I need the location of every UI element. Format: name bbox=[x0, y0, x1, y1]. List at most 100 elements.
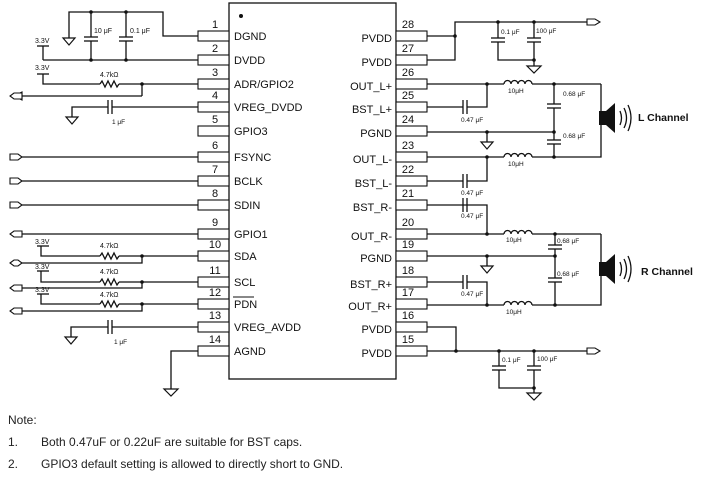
bst-cap-label: 0.47 μF bbox=[461, 117, 483, 124]
pin-label: PVDD bbox=[361, 57, 392, 69]
output-port-icon[interactable] bbox=[9, 284, 23, 292]
pin-label: OUT_R+ bbox=[348, 301, 392, 313]
output-port-icon[interactable] bbox=[9, 230, 23, 238]
pin-number: 6 bbox=[212, 140, 218, 152]
pin-lead bbox=[395, 125, 428, 137]
digital-audio-inputs bbox=[22, 156, 198, 235]
notes-section: Note: 1. Both 0.47uF or 0.22uF are suita… bbox=[8, 413, 343, 479]
l-channel-label: L Channel bbox=[638, 112, 689, 124]
cap-10uf-label: 10 μF bbox=[94, 28, 112, 35]
pin-lead bbox=[197, 78, 230, 90]
inductor-label: 10μH bbox=[506, 237, 522, 244]
filter-cap-label: 0.68 μF bbox=[557, 271, 579, 278]
pin-lead bbox=[197, 298, 230, 310]
pvdd-port-icon[interactable] bbox=[586, 347, 602, 355]
pin-label: GPIO3 bbox=[234, 126, 268, 138]
pin-number: 13 bbox=[209, 310, 221, 322]
pin-number: 4 bbox=[212, 90, 218, 102]
cap-label: 100 μF bbox=[537, 356, 557, 363]
pin-label: OUT_L+ bbox=[350, 81, 392, 93]
pin-number: 11 bbox=[209, 265, 220, 277]
pin-lead bbox=[395, 298, 428, 310]
pin-number: 7 bbox=[212, 164, 218, 176]
pin1-marker bbox=[239, 14, 243, 18]
pin-lead bbox=[197, 199, 230, 211]
note-number: 2. bbox=[8, 457, 19, 471]
pin-number: 19 bbox=[402, 239, 414, 251]
notes-title: Note: bbox=[8, 413, 37, 427]
pin-number: 15 bbox=[402, 334, 414, 346]
pvdd-top-decoupling: 0.1 μF 100 μF bbox=[427, 18, 602, 74]
pvdd-bottom-decoupling: 0.1 μF 100 μF bbox=[427, 326, 602, 401]
dvdd-decoupling: 3.3V 10 μF 0.1 μF bbox=[35, 10, 198, 62]
bidirectional-port-icon[interactable] bbox=[9, 259, 23, 267]
pin-lead bbox=[395, 30, 428, 42]
pin-label: VREG_DVDD bbox=[234, 102, 303, 114]
pin-label: FSYNC bbox=[234, 152, 271, 164]
pin-number: 2 bbox=[212, 43, 218, 55]
pin-lead bbox=[197, 54, 230, 66]
pin-lead bbox=[395, 151, 428, 163]
l-channel-filter: 10μH 10μH 0.47 μF 0.47 μF 0.68 μF 0.68 μ… bbox=[427, 79, 602, 197]
pin-lead bbox=[395, 101, 428, 113]
pin-number: 20 bbox=[402, 217, 414, 229]
bst-cap-label: 0.47 μF bbox=[461, 190, 483, 197]
resistor-label: 4.7kΩ bbox=[100, 72, 118, 79]
pin-number: 16 bbox=[402, 310, 414, 322]
pin-label: BST_R- bbox=[353, 202, 392, 214]
pin-number: 17 bbox=[402, 287, 414, 299]
cap-0-1uf-label: 0.1 μF bbox=[130, 28, 150, 35]
pin-label: VREG_AVDD bbox=[234, 322, 301, 334]
pin-lead bbox=[395, 276, 428, 288]
pin-number: 18 bbox=[402, 265, 414, 277]
pin-number: 22 bbox=[402, 164, 414, 176]
cap-label: 0.1 μF bbox=[502, 357, 521, 364]
pin-lead bbox=[395, 228, 428, 240]
pin-number: 9 bbox=[212, 217, 218, 229]
pin-number: 25 bbox=[402, 90, 414, 102]
pin-number: 14 bbox=[209, 334, 221, 346]
pin-lead bbox=[395, 54, 428, 66]
pin-lead bbox=[197, 30, 230, 42]
input-port-icon[interactable] bbox=[9, 201, 23, 209]
pin-lead bbox=[197, 125, 230, 137]
r-channel-filter: 0.47 μF 0.47 μF 10μH 10μH 0.68 μF 0.68 μ… bbox=[427, 198, 602, 316]
pin-lead bbox=[197, 345, 230, 357]
filter-cap-label: 0.68 μF bbox=[563, 133, 585, 140]
pin-label: SDA bbox=[234, 251, 257, 263]
output-port-icon[interactable] bbox=[9, 307, 23, 315]
pin-label: DGND bbox=[234, 31, 266, 43]
i2c-pullups: 3.3V 3.3V 3.3V 4.7kΩ 4.7kΩ 4.7kΩ bbox=[22, 239, 198, 312]
supply-label: 3.3V bbox=[35, 65, 50, 72]
pin-lead bbox=[197, 321, 230, 333]
pin-label: OUT_L- bbox=[353, 154, 392, 166]
pin-label: OUT_R- bbox=[351, 231, 392, 243]
pvdd-port-icon[interactable] bbox=[586, 18, 602, 26]
resistor-label: 4.7kΩ bbox=[100, 243, 118, 250]
cap-label: 0.1 μF bbox=[501, 29, 520, 36]
pin-number: 8 bbox=[212, 188, 218, 200]
pin-lead bbox=[395, 199, 428, 211]
r-speaker-icon bbox=[599, 254, 632, 284]
pin-label: PVDD bbox=[361, 348, 392, 360]
pin-lead bbox=[197, 276, 230, 288]
pin-number: 23 bbox=[402, 140, 414, 152]
ground-icon bbox=[479, 141, 495, 150]
schematic-diagram: 1DGND2DVDD3ADR/GPIO24VREG_DVDD5GPIO36FSY… bbox=[9, 2, 693, 401]
output-port-icon[interactable] bbox=[9, 92, 23, 100]
resistor-label: 4.7kΩ bbox=[100, 269, 118, 276]
input-port-icon[interactable] bbox=[9, 153, 23, 161]
pin-lead bbox=[197, 151, 230, 163]
supply-label: 3.3V bbox=[35, 287, 50, 294]
supply-label: 3.3V bbox=[35, 239, 50, 246]
input-port-icon[interactable] bbox=[9, 177, 23, 185]
